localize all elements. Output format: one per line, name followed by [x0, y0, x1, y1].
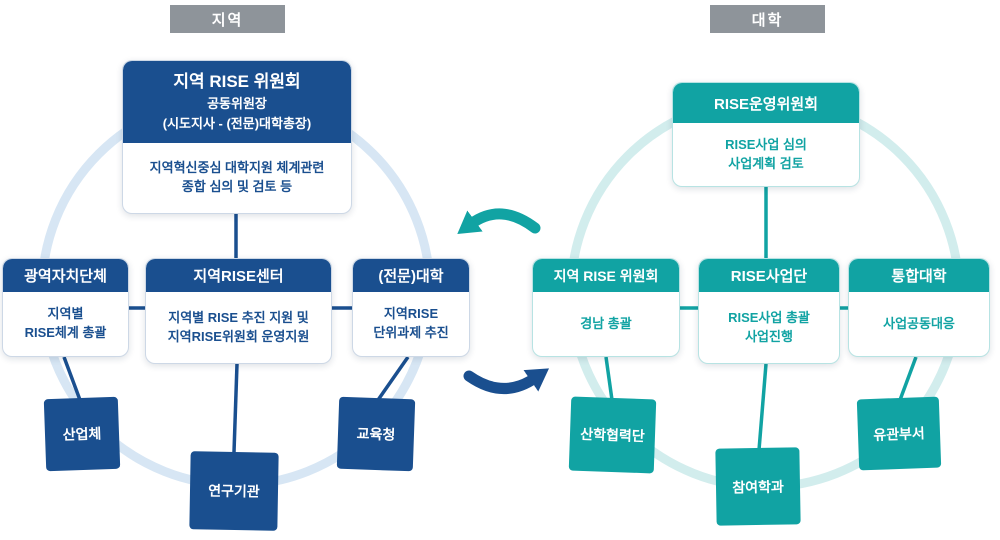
connector-line	[232, 363, 239, 453]
regional-government-card: 광역자치단체 지역별 RISE체계 총괄	[2, 258, 129, 357]
card-body: 사업공동대응	[883, 315, 955, 331]
region-rise-committee-card: 지역 RISE 위원회 공동위원장 (시도지사 - (전문)대학총장) 지역혁신…	[122, 60, 352, 214]
region-rise-committee-right-card: 지역 RISE 위원회 경남 총괄	[532, 258, 680, 357]
education-office-node: 교육청	[336, 396, 416, 472]
cycle-right-arrow-icon	[463, 368, 550, 394]
industry-cooperation-node: 산학협력단	[568, 396, 657, 474]
card-subtitle: 공동위원장	[207, 95, 267, 111]
connector-line	[376, 355, 410, 402]
card-body: 지역별 RISE체계 총괄	[24, 306, 107, 340]
card-header: 지역 RISE 위원회	[533, 259, 679, 292]
cycle-left-arrow-icon	[457, 208, 541, 235]
card-header: 광역자치단체	[3, 259, 128, 292]
university-badge: 대학	[710, 5, 825, 33]
related-departments-node: 유관부서	[856, 396, 942, 471]
integrated-university-card: 통합대학 사업공동대응	[848, 258, 990, 357]
card-body: 지역혁신중심 대학지원 체계관련 종합 심의 및 검토 등	[149, 160, 325, 194]
card-header: (전문)대학	[353, 259, 469, 292]
region-badge: 지역	[170, 5, 285, 33]
card-body: RISE사업 총괄 사업진행	[728, 309, 810, 344]
connector-line	[757, 363, 768, 451]
card-header: 통합대학	[849, 259, 989, 292]
card-header: 지역RISE센터	[146, 259, 331, 292]
card-header: RISE사업단	[699, 259, 839, 292]
region-rise-center-card: 지역RISE센터 지역별 RISE 추진 지원 및 지역RISE위원회 운영지원	[145, 258, 332, 364]
card-title: 지역 RISE 위원회	[173, 71, 301, 91]
card-body: 지역별 RISE 추진 지원 및 지역RISE위원회 운영지원	[167, 309, 310, 344]
card-body: 경남 총괄	[580, 315, 632, 331]
cycle-arrows	[457, 208, 550, 394]
connector-line	[604, 356, 614, 401]
card-header: 지역 RISE 위원회 공동위원장 (시도지사 - (전문)대학총장)	[123, 61, 351, 143]
card-body: 지역RISE 단위과제 추진	[373, 306, 449, 340]
research-institute-node: 연구기관	[189, 451, 279, 531]
industry-node: 산업체	[43, 396, 121, 472]
connector-line	[898, 356, 918, 401]
connector-line	[62, 356, 82, 401]
participating-departments-node: 참여학과	[715, 447, 801, 526]
card-header: RISE운영위원회	[673, 83, 859, 123]
card-body: RISE사업 심의 사업계획 검토	[725, 136, 807, 171]
rise-steering-committee-card: RISE운영위원회 RISE사업 심의 사업계획 검토	[672, 82, 860, 187]
card-subtitle: (시도지사 - (전문)대학총장)	[162, 116, 312, 132]
college-card: (전문)대학 지역RISE 단위과제 추진	[352, 258, 470, 357]
rise-project-group-card: RISE사업단 RISE사업 총괄 사업진행	[698, 258, 840, 364]
